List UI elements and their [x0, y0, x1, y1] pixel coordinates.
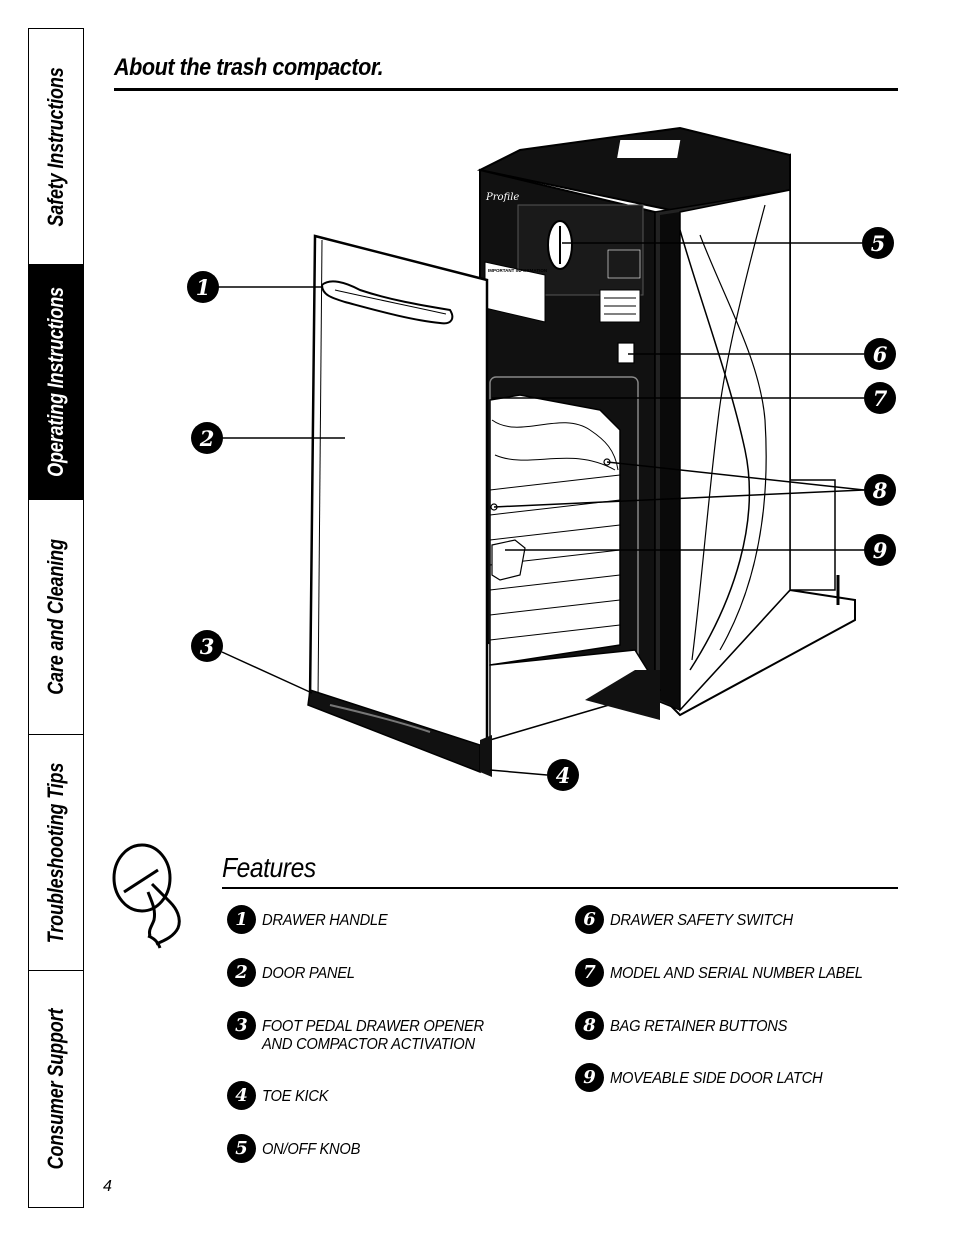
tab-operating-instructions[interactable]: Operating Instructions [29, 265, 83, 500]
feature-item: 5 ON/OFF KNOB [227, 1134, 369, 1163]
feature-label: FOOT PEDAL DRAWER OPENER AND COMPACTOR A… [262, 1018, 484, 1053]
tab-troubleshooting-tips[interactable]: Troubleshooting Tips [29, 735, 83, 971]
feature-number: 6 [575, 905, 604, 934]
feature-label: MOVEABLE SIDE DOOR LATCH [610, 1070, 823, 1087]
callout-1: 1 [187, 271, 219, 303]
feature-label: TOE KICK [262, 1088, 329, 1105]
feature-item: 1 DRAWER HANDLE [227, 905, 398, 934]
brand-logo: Profile [485, 192, 519, 203]
feature-number: 5 [227, 1134, 256, 1163]
callout-2: 2 [191, 422, 223, 454]
feature-number: 1 [227, 905, 256, 934]
feature-label: DRAWER HANDLE [262, 912, 388, 929]
drawer-handle [320, 280, 454, 325]
title-divider [114, 88, 898, 91]
page-title: About the trash compactor. [114, 54, 384, 81]
callout-9: 9 [864, 534, 896, 566]
feature-number: 3 [227, 1011, 256, 1040]
tab-consumer-support[interactable]: Consumer Support [43, 1008, 68, 1169]
feature-item: 7 MODEL AND SERIAL NUMBER LABEL [575, 958, 885, 987]
feature-label: DOOR PANEL [262, 965, 355, 982]
callout-6: 6 [864, 338, 896, 370]
feature-label: BAG RETAINER BUTTONS [610, 1018, 788, 1035]
safety-switch [617, 342, 635, 364]
feature-item: 3 FOOT PEDAL DRAWER OPENER AND COMPACTOR… [227, 1011, 532, 1054]
callout-4: 4 [547, 759, 579, 791]
features-title: Features [222, 852, 316, 883]
feature-number: 7 [575, 958, 604, 987]
feature-item: 6 DRAWER SAFETY SWITCH [575, 905, 809, 934]
feature-item: 4 TOE KICK [227, 1081, 334, 1110]
tab-safety-instructions[interactable]: Safety Instructions [29, 29, 83, 265]
side-door-latch [491, 539, 526, 581]
callout-7: 7 [864, 382, 896, 414]
features-divider [222, 887, 898, 889]
feature-label: ON/OFF KNOB [262, 1141, 361, 1158]
feature-number: 8 [575, 1011, 604, 1040]
callout-3: 3 [191, 630, 223, 662]
feature-label: MODEL AND SERIAL NUMBER LABEL [610, 965, 863, 982]
feature-number: 2 [227, 958, 256, 987]
tab-care-and-cleaning[interactable]: Care and Cleaning [29, 500, 83, 735]
callout-5: 5 [862, 227, 894, 259]
compactor-illustration: Profile IMPORTANT INFORMATION [218, 126, 865, 777]
feature-number: 9 [575, 1063, 604, 1092]
side-tab-nav: Safety Instructions Operating Instructio… [28, 28, 84, 1208]
callout-8: 8 [864, 474, 896, 506]
feature-item: 2 DOOR PANEL [227, 958, 363, 987]
important-information-label: IMPORTANT INFORMATION [488, 268, 547, 273]
feature-number: 4 [227, 1081, 256, 1110]
feature-label: DRAWER SAFETY SWITCH [610, 912, 793, 929]
knob-hand-icon [112, 843, 181, 949]
feature-item: 8 BAG RETAINER BUTTONS [575, 1011, 803, 1040]
page-number: 4 [103, 1178, 112, 1195]
feature-item: 9 MOVEABLE SIDE DOOR LATCH [575, 1063, 841, 1092]
